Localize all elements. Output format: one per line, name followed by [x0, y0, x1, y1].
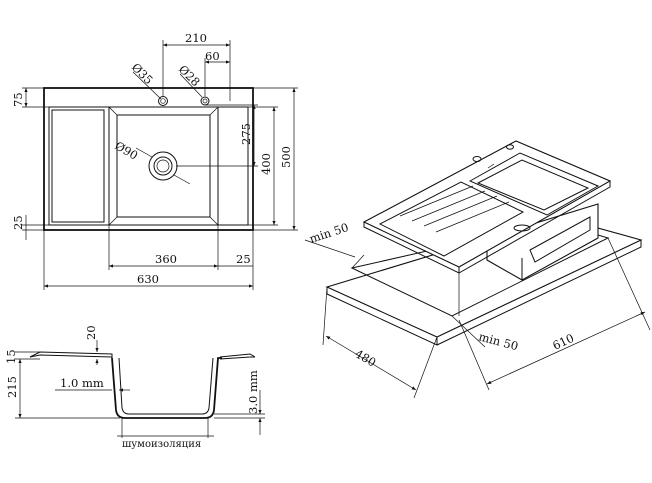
drain-outer — [148, 151, 178, 181]
dim-20: 20 — [84, 325, 98, 340]
dim-min50-left: min 50 — [308, 220, 351, 246]
dim-360: 360 — [155, 252, 177, 266]
faucet-hole-35 — [158, 96, 168, 106]
section-view: 20 15 215 1.0 mm 3.0 mm шумоизоляция — [4, 325, 265, 450]
dim-75: 75 — [11, 92, 25, 107]
dim-min50-right: min 50 — [477, 329, 520, 353]
bowl-profile — [111, 357, 222, 419]
dim-d35: Ø35 — [129, 60, 156, 87]
dim-3mm: 3.0 mm — [246, 370, 260, 414]
dim-60: 60 — [205, 49, 220, 63]
iso-view: min 50 480 min 50 610 — [304, 140, 651, 399]
dim-630: 630 — [137, 272, 159, 286]
dim-25-left: 25 — [11, 215, 25, 230]
dim-610: 610 — [550, 331, 576, 353]
dim-15: 15 — [4, 349, 18, 364]
insulation-label: шумоизоляция — [122, 439, 201, 450]
drain-inner — [153, 156, 173, 176]
dim-500: 500 — [279, 146, 293, 168]
dim-480: 480 — [353, 346, 379, 369]
dim-25-right: 25 — [236, 252, 251, 266]
dim-1mm: 1.0 mm — [60, 376, 104, 390]
dim-d28: Ø28 — [176, 62, 203, 89]
iso-bowl-body — [486, 203, 599, 281]
sink-outline — [43, 87, 254, 231]
top-view: 210 60 Ø35 Ø28 75 25 275 400 50 — [11, 31, 298, 290]
dim-275: 275 — [239, 123, 253, 145]
dim-400: 400 — [259, 153, 273, 175]
faucet-hole-28 — [200, 96, 210, 106]
dim-210: 210 — [185, 31, 207, 45]
dim-215: 215 — [5, 376, 19, 398]
drainboard — [51, 109, 105, 223]
